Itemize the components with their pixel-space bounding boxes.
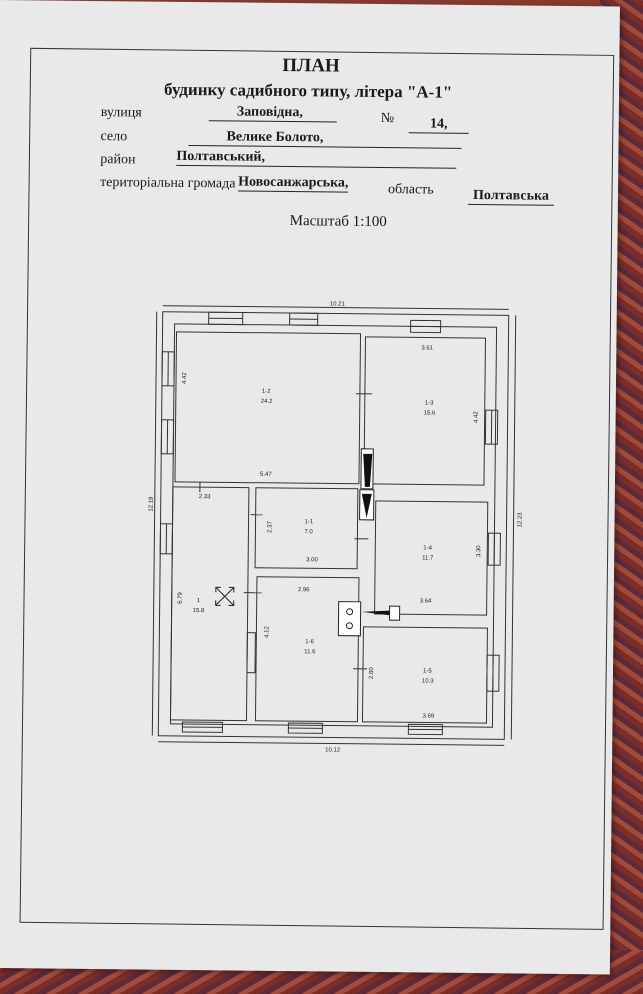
dim-d1: 4.42 xyxy=(182,372,188,384)
dim-d4: 4.42 xyxy=(474,411,480,423)
street-value: Заповідна, xyxy=(208,104,337,123)
dim-d5: 2.33 xyxy=(199,494,211,500)
room-1-6-area: 11.6 xyxy=(304,649,316,655)
room-1-3-area: 15.6 xyxy=(424,410,436,416)
dim-d11: 2.96 xyxy=(298,587,310,593)
outer-wall-outline xyxy=(157,311,510,740)
document-subtitle: будинку садибного типу, літера "А-1" xyxy=(163,79,453,102)
room-1-3-id: 1-3 xyxy=(425,400,434,406)
room-1-area: 15.8 xyxy=(193,608,205,614)
village-label: село xyxy=(100,129,128,145)
dim-d10: 3.64 xyxy=(420,598,432,604)
region-label: область xyxy=(387,182,434,198)
street-label: вулиця xyxy=(100,105,142,121)
room-1-outline xyxy=(169,486,250,722)
number-label: № xyxy=(380,110,395,127)
dim-d13: 2.80 xyxy=(369,667,375,679)
scale-text: Масштаб 1:100 xyxy=(289,213,387,231)
room-1-5-outline xyxy=(361,626,488,724)
district-value: Полтавський, xyxy=(176,148,457,169)
room-1-6-id: 1-6 xyxy=(305,639,314,645)
dim-d7: 3.00 xyxy=(306,557,318,563)
room-1-4-area: 11.7 xyxy=(422,555,434,561)
room-1-5-id: 1-5 xyxy=(423,668,432,674)
windows xyxy=(159,311,501,736)
document-page: ПЛАН будинку садибного типу, літера "А-1… xyxy=(0,0,620,975)
dim-overall-right: 12.23 xyxy=(518,512,524,528)
dim-d12: 4.12 xyxy=(264,625,270,637)
room-1-4-id: 1-4 xyxy=(423,545,432,551)
stove xyxy=(337,601,362,637)
dim-d3: 3.61 xyxy=(421,345,433,351)
room-1-1-area: 7.0 xyxy=(304,529,313,535)
entrance-arrows-icon xyxy=(215,586,235,606)
floor-plan: 10.21 10.12 12.19 12.23 1-2 24.2 1-3 15.… xyxy=(149,301,524,753)
dim-d8: 6.79 xyxy=(178,592,184,604)
dim-d9: 3.30 xyxy=(476,545,482,557)
chimney-fill xyxy=(363,453,373,487)
room-1-5-area: 10.3 xyxy=(422,678,434,684)
room-1-1-outline xyxy=(254,487,359,570)
community-label: територіальна громада xyxy=(100,175,236,192)
district-label: район xyxy=(100,152,136,168)
room-1-6-outline xyxy=(254,576,360,723)
region-value: Полтавська xyxy=(467,187,555,206)
room-1-3-outline xyxy=(363,336,486,486)
dim-overall-top: 10.21 xyxy=(330,301,346,307)
room-1-4-outline xyxy=(374,500,489,616)
dim-overall-left: 12.19 xyxy=(149,496,155,512)
room-1-id: 1 xyxy=(197,598,201,604)
dim-d6: 2.37 xyxy=(267,520,273,532)
dim-d14: 3.69 xyxy=(422,713,434,719)
outer-wall-inner-outline xyxy=(169,323,498,728)
village-value: Велике Болото, xyxy=(188,128,462,149)
room-1-1-id: 1-1 xyxy=(305,519,314,525)
room-1-2-id: 1-2 xyxy=(262,389,271,395)
dim-overall-bottom: 10.12 xyxy=(325,747,341,753)
room-1-2-area: 24.2 xyxy=(261,399,273,405)
room-1-2-outline xyxy=(174,331,362,485)
document-title: ПЛАН xyxy=(282,54,340,77)
dim-d2: 5.47 xyxy=(260,472,272,478)
community-value: Новосанжарська, xyxy=(238,174,349,193)
